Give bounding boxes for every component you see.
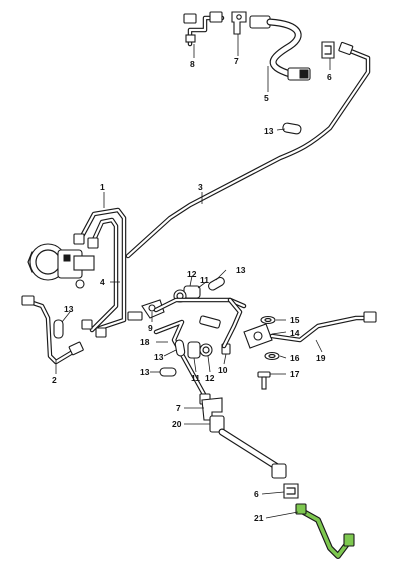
part-7-bracket-bottom[interactable] <box>201 397 223 421</box>
master-cylinder <box>27 243 95 289</box>
callout-17: 17 <box>290 369 300 379</box>
part-14-junction-block[interactable] <box>243 323 273 349</box>
callout-16: 16 <box>290 353 300 363</box>
callout-10: 10 <box>218 365 228 375</box>
part-11-union-bottom[interactable] <box>187 341 201 359</box>
part-10-line-fitting[interactable] <box>153 297 247 355</box>
part-2-left-brake-line[interactable] <box>21 295 84 365</box>
part-13-sleeve-mid[interactable] <box>174 339 186 357</box>
callout-13-top: 13 <box>264 126 274 136</box>
callout-9: 9 <box>148 323 153 333</box>
callout-7-bottom: 7 <box>176 403 181 413</box>
callout-11-top: 11 <box>200 275 209 285</box>
callout-19: 19 <box>316 353 326 363</box>
callout-12-bottom: 12 <box>205 373 215 383</box>
callout-14: 14 <box>290 328 300 338</box>
part-18-brake-line[interactable] <box>153 297 243 405</box>
callout-6-top: 6 <box>327 72 332 82</box>
callout-3: 3 <box>198 182 203 192</box>
callout-2: 2 <box>52 375 57 385</box>
callout-12-top: 12 <box>187 269 197 279</box>
part-13-sleeve-left[interactable] <box>53 319 64 339</box>
leader-lines <box>55 34 331 519</box>
callout-21: 21 <box>254 513 264 523</box>
callout-6-bottom: 6 <box>254 489 259 499</box>
part-3-long-brake-line[interactable] <box>125 41 371 259</box>
part-1-master-cylinder-lines[interactable] <box>73 207 127 338</box>
callout-4: 4 <box>100 277 105 287</box>
part-6-clip-bottom[interactable] <box>283 483 299 499</box>
part-13-sleeve-right[interactable] <box>207 276 226 291</box>
part-8-fitting-line[interactable] <box>183 11 225 47</box>
part-15-washer[interactable] <box>260 315 276 325</box>
part-6-clip-top[interactable] <box>321 41 335 59</box>
callout-7-top: 7 <box>234 56 239 66</box>
part-21-highlight-fill <box>298 508 352 558</box>
callout-11-bottom: 11 <box>191 373 200 383</box>
part-5-brake-hose-top[interactable] <box>249 15 311 81</box>
part-9-tee-fitting[interactable] <box>127 299 165 321</box>
part-12-clip-bottom[interactable] <box>199 343 213 357</box>
callout-8: 8 <box>190 59 195 69</box>
callout-13-left: 13 <box>64 304 74 314</box>
part-20-brake-hose[interactable] <box>209 415 287 479</box>
part-7-bracket-top[interactable] <box>231 11 247 35</box>
callout-1: 1 <box>100 182 105 192</box>
part-13-sleeve-low[interactable] <box>159 367 177 377</box>
callout-18: 18 <box>140 337 150 347</box>
callout-20: 20 <box>172 419 182 429</box>
part-21-highlighted-brake-line[interactable] <box>295 503 355 559</box>
part-19-right-brake-line[interactable] <box>269 311 377 343</box>
callout-13-mid: 13 <box>154 352 164 362</box>
callout-13-right: 13 <box>236 265 246 275</box>
part-13-sleeve-top[interactable] <box>282 122 302 135</box>
callout-13-low: 13 <box>140 367 150 377</box>
callout-15: 15 <box>290 315 300 325</box>
callout-5: 5 <box>264 93 269 103</box>
part-16-washer[interactable] <box>264 351 280 361</box>
part-17-bolt[interactable] <box>257 371 271 390</box>
